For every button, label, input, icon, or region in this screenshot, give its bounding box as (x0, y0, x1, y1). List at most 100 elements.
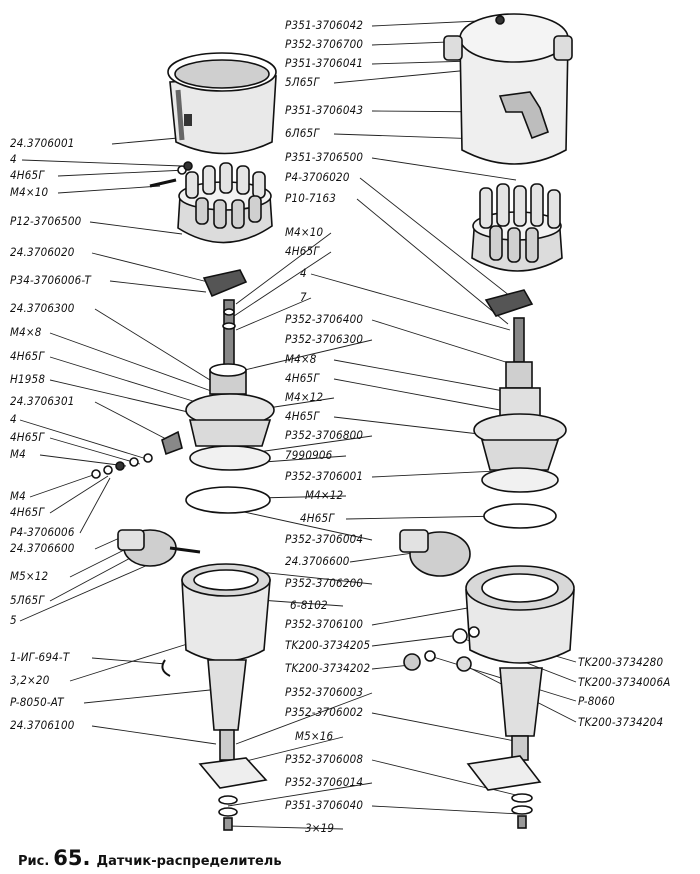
leader-line (371, 712, 521, 743)
part-label: 4H65Г (10, 349, 45, 363)
part-label: P351-3706042 (285, 18, 364, 32)
part-label: P352-3706800 (285, 428, 364, 442)
part-label: 6Л65Г (285, 126, 320, 140)
part-label: P352-3706004 (285, 532, 364, 546)
part-label: 5Л65Г (285, 75, 320, 89)
right-distributor-cap (471, 183, 563, 272)
part-label: 24.3706020 (10, 245, 75, 259)
part-label: 4H65Г (285, 371, 320, 385)
leader-line (49, 475, 109, 514)
part-label: TK200-3734280 (578, 655, 664, 669)
part-label: 24.3706600 (285, 554, 350, 568)
leader-line (19, 563, 151, 622)
caption-number: 65. (53, 846, 91, 870)
part-label: TK200-3734204 (578, 715, 664, 729)
right-terminal-parts (403, 626, 480, 672)
part-label: P351-3706040 (285, 798, 364, 812)
leader-line (89, 221, 183, 235)
left-shaft-stack (209, 299, 247, 395)
leader-line (333, 416, 497, 437)
part-label: P4-3706020 (285, 170, 350, 184)
right-housing (465, 565, 575, 761)
part-label: M4 (10, 489, 26, 503)
leader-line (94, 308, 211, 381)
right-shield-cap (443, 13, 573, 165)
leader-line (371, 759, 521, 797)
leader-line (39, 454, 127, 467)
right-breaker-plate (473, 413, 567, 529)
leader-line (21, 159, 183, 167)
leader-line (371, 319, 513, 365)
left-rotor (202, 269, 248, 298)
part-label: P352-3706001 (285, 469, 364, 483)
part-label: P351-3706043 (285, 103, 364, 117)
part-label: 24.3706300 (10, 301, 75, 315)
part-label: 4H65Г (285, 244, 320, 258)
part-label: M4 (10, 447, 26, 461)
part-label: 5Л65Г (10, 593, 45, 607)
leader-line (49, 379, 189, 413)
leader-line (109, 280, 207, 293)
leader-line (263, 455, 347, 463)
part-label: 6-8102 (290, 598, 328, 612)
part-label: P352-3706014 (285, 775, 364, 789)
leader-line (79, 477, 111, 534)
leader-line (235, 339, 373, 373)
leader-line (19, 419, 151, 461)
part-label: M4×10 (285, 225, 324, 239)
leader-line (345, 515, 505, 520)
leader-line (57, 185, 161, 194)
caption-title: Датчик-распределитель (96, 854, 282, 869)
part-label: P-8050-AT (10, 695, 64, 709)
part-label: P-8060 (578, 694, 615, 708)
leader-line (69, 639, 201, 682)
part-label: P4-3706006 (10, 525, 75, 539)
leader-line (49, 555, 135, 602)
part-label: 4H65Г (10, 430, 45, 444)
part-label: 4 (10, 152, 17, 166)
right-distributor-assembly (399, 13, 575, 829)
leader-line (111, 137, 179, 145)
leader-line (356, 198, 509, 325)
leader-line (233, 251, 332, 317)
leader-line (227, 825, 344, 830)
part-label: 4H65Г (10, 168, 45, 182)
part-label: P352-3706003 (285, 685, 364, 699)
leader-lines (19, 19, 577, 830)
leader-line (267, 397, 335, 409)
leader-line (94, 401, 169, 441)
part-label: P352-3706300 (285, 332, 364, 346)
leader-line (333, 378, 501, 411)
leader-line (333, 69, 471, 84)
leader-line (235, 692, 373, 745)
part-label: M4×8 (285, 352, 317, 366)
leader-line (333, 359, 521, 395)
leader-line (57, 169, 187, 177)
leader-line (91, 725, 217, 745)
part-label: 4 (10, 412, 17, 426)
leader-line (227, 782, 373, 807)
leader-line (255, 495, 347, 499)
left-breaker-plate (161, 393, 275, 514)
part-label: 7990906 (285, 448, 333, 462)
part-label: P10-7163 (285, 191, 337, 205)
part-label: P351-3706500 (285, 150, 364, 164)
leader-line (359, 177, 511, 297)
leader-line (233, 736, 344, 765)
part-label: P352-3706400 (285, 312, 364, 326)
part-label: 24.3706600 (10, 541, 75, 555)
left-housing (161, 563, 271, 761)
leader-line (91, 657, 167, 665)
part-label: 4H65Г (300, 511, 335, 525)
part-label: M5×12 (10, 569, 49, 583)
right-mounting-foot (466, 755, 542, 791)
leader-line (29, 473, 97, 498)
part-label: P352-3706008 (285, 752, 364, 766)
part-label: M4×12 (305, 488, 344, 502)
leader-line (49, 332, 215, 393)
right-bottom-washers (511, 793, 533, 829)
part-label: P34-3706006-T (10, 273, 92, 287)
leader-line (259, 599, 344, 607)
part-label: H1958 (10, 372, 46, 386)
